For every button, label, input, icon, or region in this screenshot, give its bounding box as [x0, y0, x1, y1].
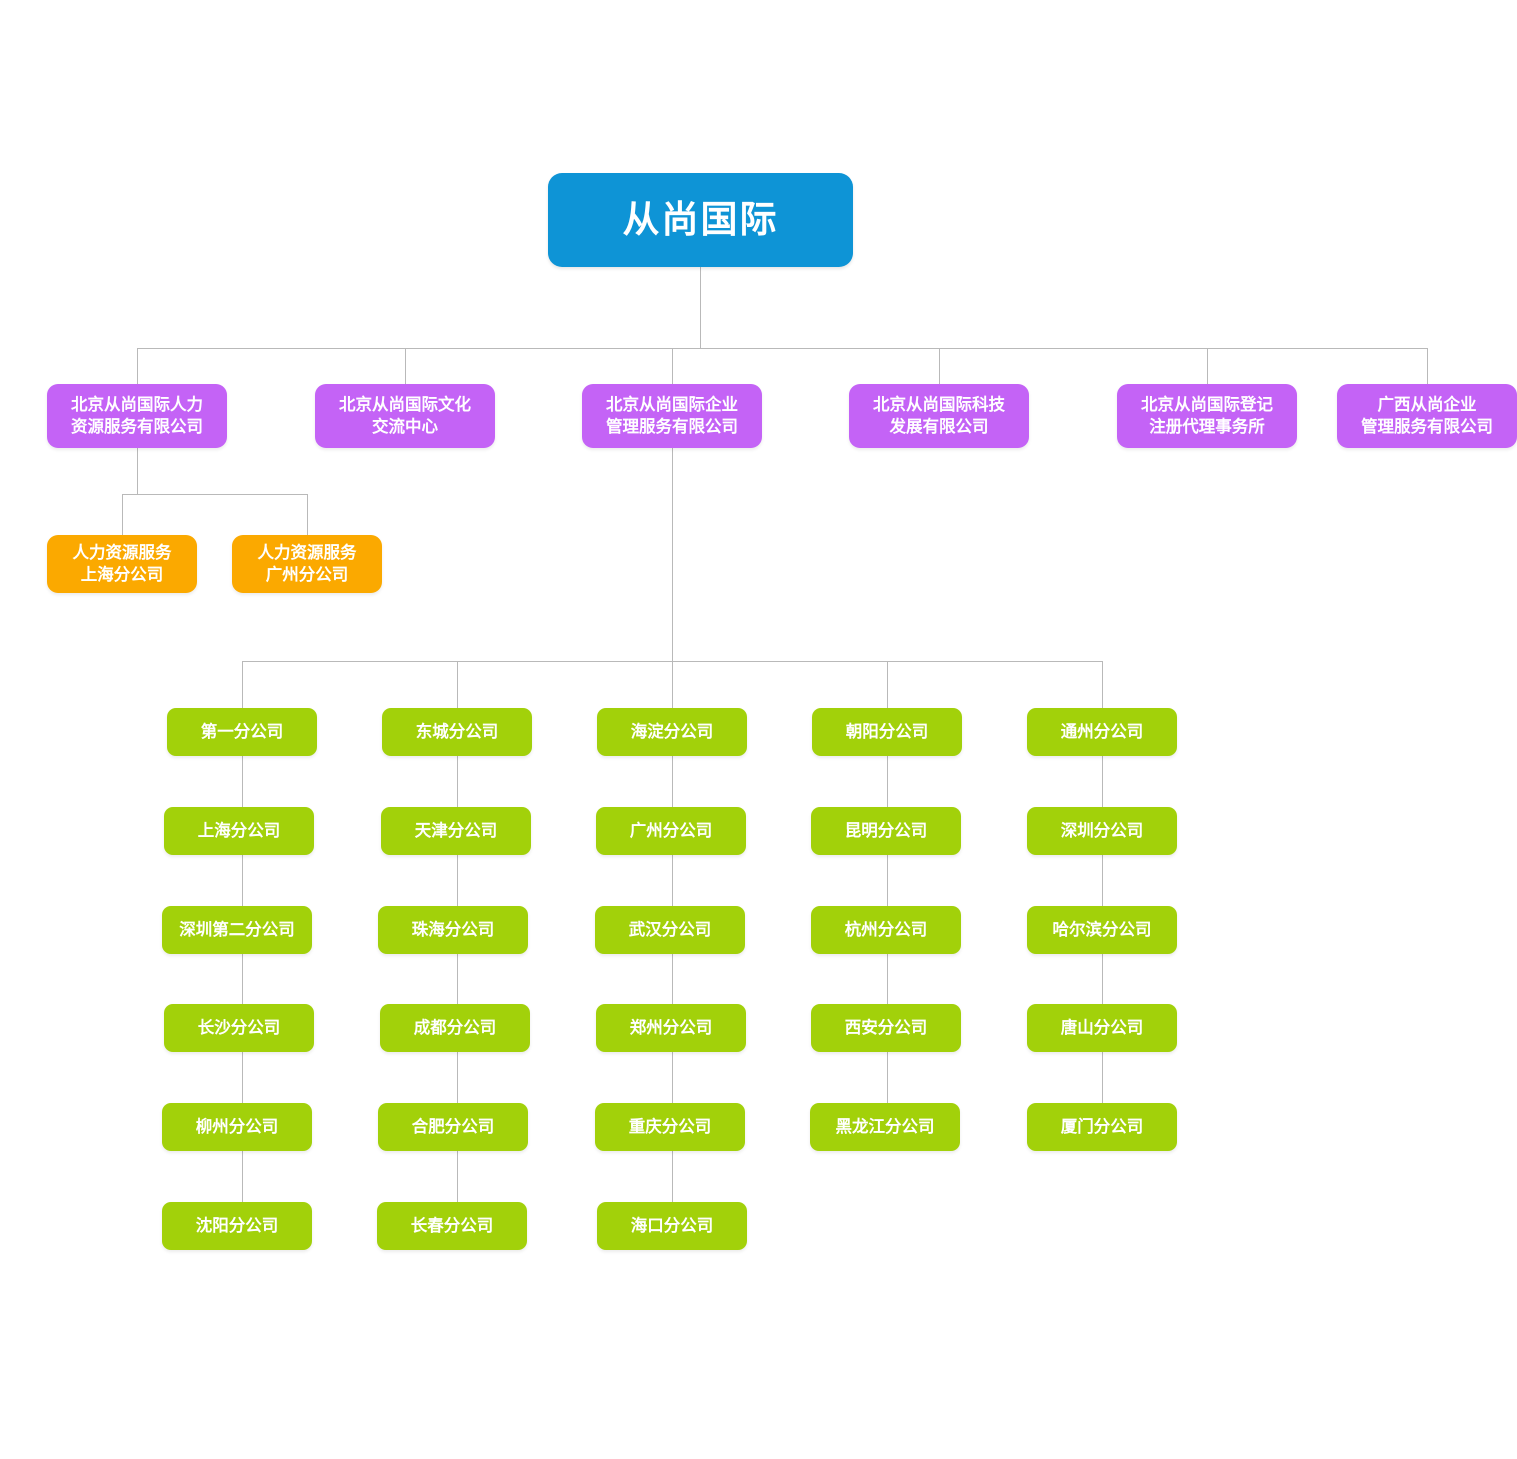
connector-root-stem: [700, 267, 701, 348]
connector-division-bus: [137, 348, 1427, 349]
branch-node-c4-r1[interactable]: 深圳分公司: [1027, 807, 1177, 855]
division-node-3[interactable]: 北京从尚国际科技 发展有限公司: [849, 384, 1029, 448]
branch-node-c1-r1[interactable]: 天津分公司: [381, 807, 531, 855]
branch-node-c1-r0[interactable]: 东城分公司: [382, 708, 532, 756]
connector-hr-drop-0: [122, 494, 123, 535]
division-node-1[interactable]: 北京从尚国际文化 交流中心: [315, 384, 495, 448]
branch-node-c3-r4[interactable]: 黑龙江分公司: [810, 1103, 960, 1151]
connector-division-drop-5: [1427, 348, 1428, 384]
branch-node-c2-r3[interactable]: 郑州分公司: [596, 1004, 746, 1052]
branch-node-c2-r1[interactable]: 广州分公司: [596, 807, 746, 855]
branch-node-c4-r2[interactable]: 哈尔滨分公司: [1027, 906, 1177, 954]
connector-division-drop-3: [939, 348, 940, 384]
branch-node-c4-r4[interactable]: 厦门分公司: [1027, 1103, 1177, 1151]
branch-node-c0-r3[interactable]: 长沙分公司: [164, 1004, 314, 1052]
branch-node-c0-r2[interactable]: 深圳第二分公司: [162, 906, 312, 954]
connector-hr-drop-1: [307, 494, 308, 535]
connector-division-drop-4: [1207, 348, 1208, 384]
division-node-5[interactable]: 广西从尚企业 管理服务有限公司: [1337, 384, 1517, 448]
branch-node-c2-r4[interactable]: 重庆分公司: [595, 1103, 745, 1151]
branch-node-c0-r5[interactable]: 沈阳分公司: [162, 1202, 312, 1250]
branch-node-c2-r0[interactable]: 海淀分公司: [597, 708, 747, 756]
branch-node-c4-r3[interactable]: 唐山分公司: [1027, 1004, 1177, 1052]
connector-branch-bus: [242, 661, 1102, 662]
branch-node-c4-r0[interactable]: 通州分公司: [1027, 708, 1177, 756]
sub-branch-node-1[interactable]: 人力资源服务 广州分公司: [232, 535, 382, 593]
division-node-4[interactable]: 北京从尚国际登记 注册代理事务所: [1117, 384, 1297, 448]
connector-branch-stem: [672, 448, 673, 661]
branch-node-c2-r5[interactable]: 海口分公司: [597, 1202, 747, 1250]
branch-node-c3-r3[interactable]: 西安分公司: [811, 1004, 961, 1052]
connector-division-drop-2: [672, 348, 673, 384]
branch-node-c2-r2[interactable]: 武汉分公司: [595, 906, 745, 954]
division-node-2[interactable]: 北京从尚国际企业 管理服务有限公司: [582, 384, 762, 448]
branch-node-c1-r2[interactable]: 珠海分公司: [378, 906, 528, 954]
branch-node-c0-r0[interactable]: 第一分公司: [167, 708, 317, 756]
connector-division-drop-1: [405, 348, 406, 384]
branch-node-c3-r1[interactable]: 昆明分公司: [811, 807, 961, 855]
branch-node-c1-r5[interactable]: 长春分公司: [377, 1202, 527, 1250]
branch-node-c0-r4[interactable]: 柳州分公司: [162, 1103, 312, 1151]
branch-node-c0-r1[interactable]: 上海分公司: [164, 807, 314, 855]
connector-hr-bus: [122, 494, 307, 495]
sub-branch-node-0[interactable]: 人力资源服务 上海分公司: [47, 535, 197, 593]
branch-node-c1-r3[interactable]: 成都分公司: [380, 1004, 530, 1052]
branch-node-c1-r4[interactable]: 合肥分公司: [378, 1103, 528, 1151]
org-root-node[interactable]: 从尚国际: [548, 173, 853, 267]
connector-hr-stem: [137, 448, 138, 494]
branch-node-c3-r2[interactable]: 杭州分公司: [811, 906, 961, 954]
division-node-0[interactable]: 北京从尚国际人力 资源服务有限公司: [47, 384, 227, 448]
branch-node-c3-r0[interactable]: 朝阳分公司: [812, 708, 962, 756]
connector-division-drop-0: [137, 348, 138, 384]
